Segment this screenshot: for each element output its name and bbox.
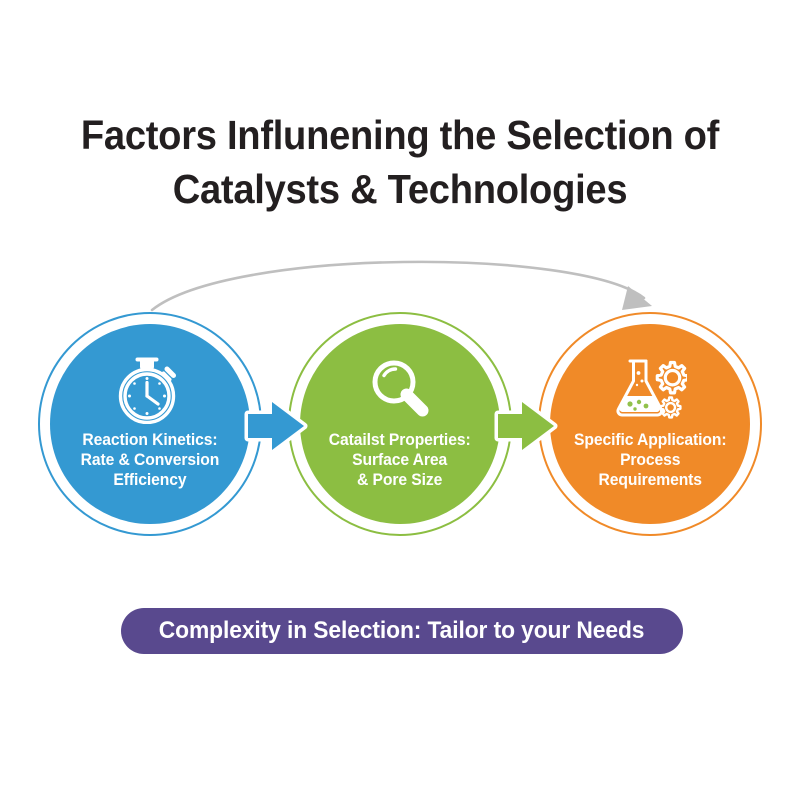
flow-node-specific-application[interactable]: Specific Application: Process Requiremen… <box>538 312 762 536</box>
process-flow-diagram: Reaction Kinetics: Rate & Conversion Eff… <box>0 250 800 560</box>
magnifying-glass-icon <box>363 354 437 424</box>
node-disc <box>50 324 250 524</box>
node-disc <box>300 324 500 524</box>
flow-node-catalyst-properties[interactable]: Catailst Properties: Surface Area & Pore… <box>288 312 512 536</box>
node-label-line-3: Requirements <box>598 471 702 489</box>
page-title-line-2: Catalysts & Technologies <box>172 166 628 212</box>
flow-node-label: Specific Application: Process Requiremen… <box>564 430 735 490</box>
node-label-line-2: Surface Area <box>352 451 448 469</box>
node-label-line-1: Catailst Properties: <box>329 431 471 449</box>
node-label-line-3: & Pore Size <box>357 471 443 489</box>
flask-gears-icon <box>613 354 687 424</box>
flow-node-reaction-kinetics[interactable]: Reaction Kinetics: Rate & Conversion Eff… <box>38 312 262 536</box>
node-label-line-2: Rate & Conversion <box>80 451 220 469</box>
node-label-line-2: Process <box>619 451 681 469</box>
node-label-line-3: Efficiency <box>113 471 187 489</box>
node-disc <box>550 324 750 524</box>
summary-banner[interactable]: Complexity in Selection: Tailor to your … <box>121 608 683 654</box>
page-title-line-1: Factors Influnening the Selection of <box>80 112 720 158</box>
process-overview-arrow <box>150 260 652 312</box>
flow-node-label: Catailst Properties: Surface Area & Pore… <box>320 430 481 490</box>
connector-arrow-1 <box>244 398 308 454</box>
connector-arrow-2 <box>494 398 558 454</box>
summary-banner-text: Complexity in Selection: Tailor to your … <box>159 617 645 644</box>
stopwatch-icon <box>113 354 187 424</box>
node-label-line-1: Reaction Kinetics: <box>82 431 218 449</box>
page-title: Factors Influnening the Selection of Cat… <box>28 108 772 216</box>
flow-node-label: Reaction Kinetics: Rate & Conversion Eff… <box>71 430 229 490</box>
node-label-line-1: Specific Application: <box>573 431 727 449</box>
